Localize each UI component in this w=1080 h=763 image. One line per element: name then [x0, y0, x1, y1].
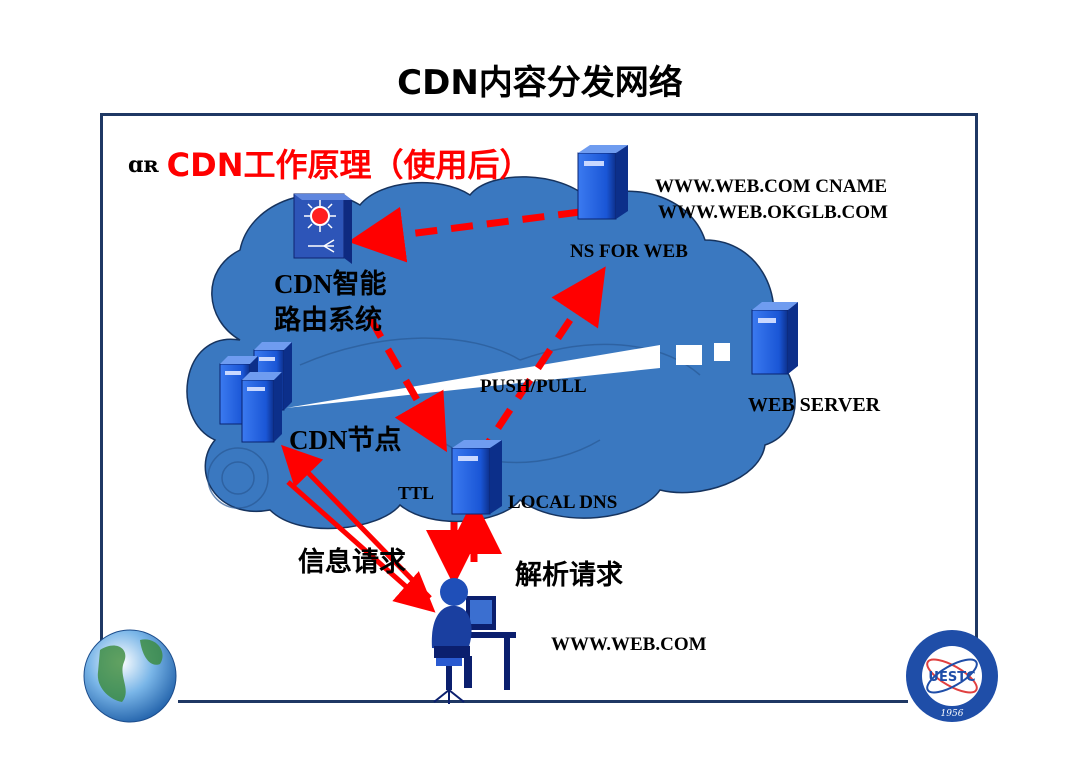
- globe-icon: [83, 629, 177, 723]
- user-url-label: WWW.WEB.COM: [551, 634, 707, 655]
- slide-frame: [100, 113, 978, 703]
- cloud-network: [186, 176, 796, 530]
- info-request-label: 信息请求: [298, 547, 406, 578]
- dashed-arrows: [348, 206, 606, 586]
- cname-line-2: WWW.WEB.OKGLB.COM: [658, 202, 888, 223]
- page-title: CDN内容分发网络: [397, 63, 683, 103]
- arrow-ns-to-router: [348, 206, 581, 263]
- cdn-node-label: CDN节点: [289, 425, 402, 455]
- uestc-logo: UESTC 1956: [906, 630, 998, 722]
- push-pull-beam: [286, 343, 730, 408]
- router-icon: [293, 193, 352, 264]
- web-server-label: WEB SERVER: [748, 394, 881, 416]
- uestc-logo-year: 1956: [941, 709, 964, 719]
- cdn-node-servers-icon: [219, 342, 292, 443]
- ns-server-icon: [577, 145, 628, 220]
- local-dns-label: LOCAL DNS: [508, 492, 618, 513]
- cdn-router-label-line-1: CDN智能: [274, 269, 387, 299]
- ttl-label: TTL: [398, 483, 435, 503]
- uestc-logo-text: UESTC: [928, 670, 975, 685]
- web-server-icon: [751, 302, 798, 375]
- cname-line-1: WWW.WEB.COM CNAME: [655, 176, 888, 197]
- user-workstation-icon: [431, 578, 516, 704]
- arrow-router-to-localdns: [366, 316, 447, 453]
- bullet-icon: ɑʀ: [128, 152, 159, 178]
- resolve-request-label: 解析请求: [515, 560, 623, 591]
- section-heading-text: CDN工作原理（使用后）: [166, 146, 532, 184]
- push-pull-label: PUSH/PULL: [480, 376, 587, 397]
- local-dns-server-icon: [451, 440, 502, 515]
- arrow-cdn-to-user: [286, 480, 436, 613]
- solid-arrows: [281, 444, 436, 613]
- arrow-localdns-to-ns: [475, 266, 606, 460]
- section-heading: ɑʀ CDN工作原理（使用后）: [128, 140, 532, 186]
- ns-for-web-label: NS FOR WEB: [570, 241, 688, 262]
- cdn-router-label-line-2: 路由系统: [274, 305, 382, 336]
- frame-bottom-line: [178, 700, 908, 703]
